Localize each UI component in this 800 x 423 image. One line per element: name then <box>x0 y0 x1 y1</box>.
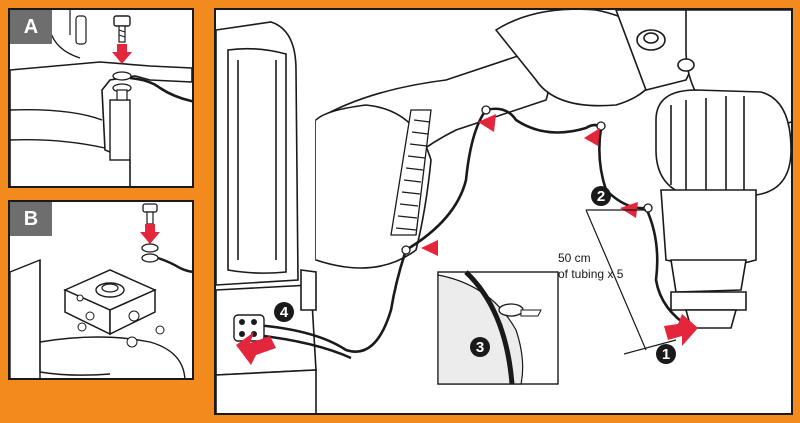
detail-a-drawing <box>10 10 192 186</box>
dimension-line <box>585 209 677 355</box>
detail-panel-a: A <box>8 8 194 188</box>
clip-inset <box>437 270 559 385</box>
robot-torso <box>216 21 317 413</box>
svg-text:4: 4 <box>280 304 289 321</box>
pneumatic-connector <box>233 314 265 342</box>
panel-b-tag: B <box>10 202 52 236</box>
tubing-line <box>157 256 192 273</box>
svg-text:1: 1 <box>662 346 670 363</box>
housing-shape <box>10 61 192 186</box>
red-insertion-arrow-icon <box>236 332 276 365</box>
callout-badge-2: 2 <box>591 186 611 206</box>
screw-icon <box>113 15 131 43</box>
tubing-clip-icon <box>401 105 653 255</box>
detail-b-drawing <box>10 203 192 378</box>
panel-a-tag: A <box>10 10 52 44</box>
red-insertion-arrow-icon <box>140 224 160 244</box>
red-insertion-arrow-icon <box>112 44 132 64</box>
bellows-sleeve <box>390 109 432 236</box>
dimension-label-tubing: of tubing x 5 <box>558 267 624 281</box>
red-insertion-arrow-icon <box>664 314 698 346</box>
detail-panel-b: B <box>8 200 194 380</box>
dimension-label-length: 50 cm <box>558 251 591 265</box>
callout-badge-4: 4 <box>274 302 294 322</box>
main-robot-panel: 50 cm of tubing x 5 1 2 3 <box>214 8 793 415</box>
tubing-line <box>129 76 192 103</box>
svg-text:2: 2 <box>597 188 605 205</box>
callout-badge-3: 3 <box>470 337 490 357</box>
callout-badge-1: 1 <box>656 344 676 364</box>
robot-arm-drawing: 50 cm of tubing x 5 1 2 3 <box>216 10 791 413</box>
screw-icon <box>142 203 158 225</box>
robot-wrist <box>655 89 791 329</box>
mounting-block <box>63 269 157 336</box>
svg-text:3: 3 <box>476 339 484 356</box>
